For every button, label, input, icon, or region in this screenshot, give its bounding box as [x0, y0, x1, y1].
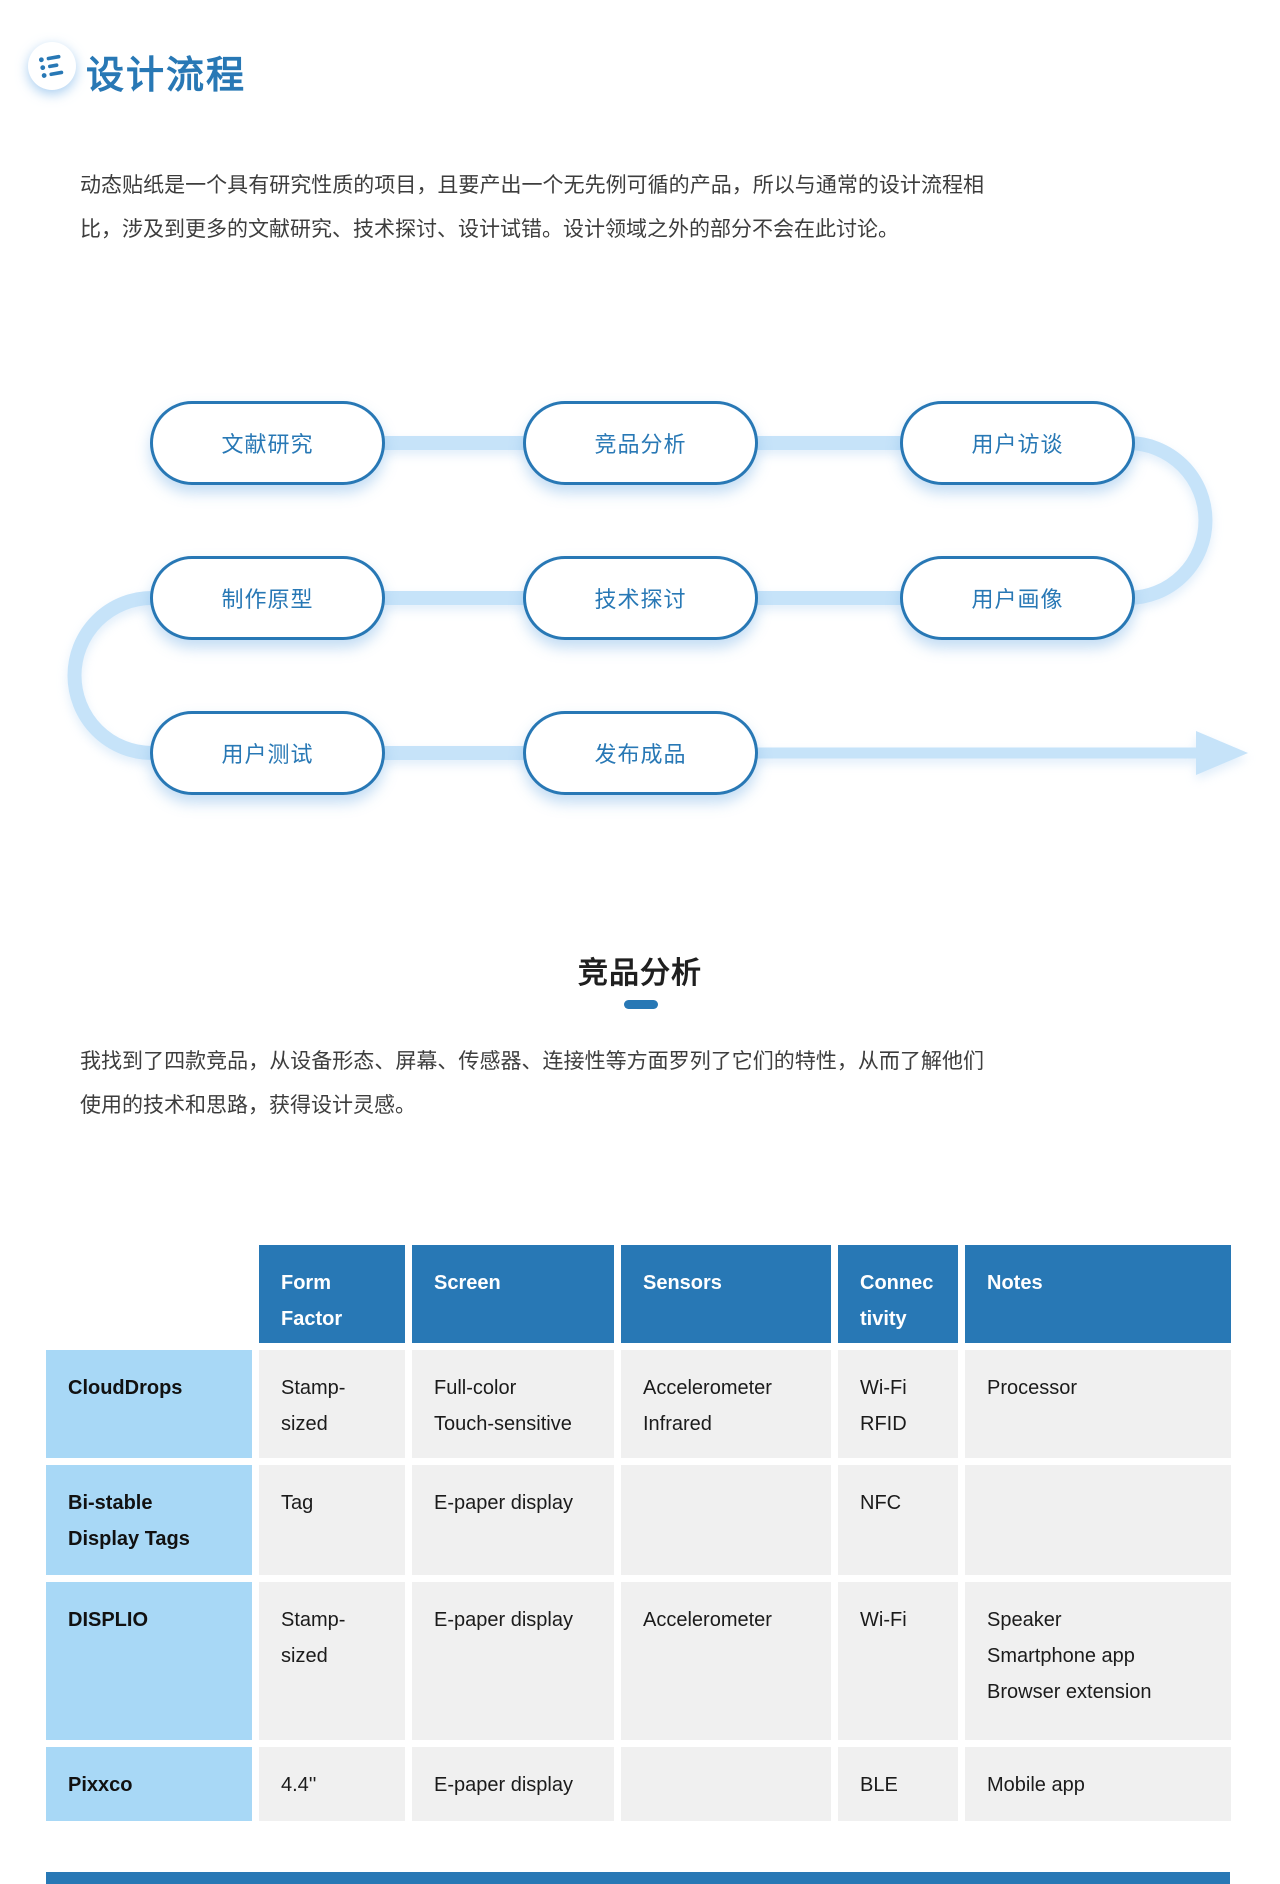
next-block-partial-bar: [46, 1872, 1230, 1884]
table-cell: E-paper display: [412, 1582, 614, 1740]
flow-node-r2-c1: 制作原型: [150, 556, 385, 640]
flow-node-r1-c1: 文献研究: [150, 401, 385, 485]
table-cell: BLE: [838, 1747, 958, 1821]
table-cell: Stamp- sized: [259, 1582, 405, 1740]
intro-paragraph: 动态贴纸是一个具有研究性质的项目，且要产出一个无先例可循的产品，所以与通常的设计…: [80, 174, 984, 241]
section-paragraph: 我找到了四款竞品，从设备形态、屏幕、传感器、连接性等方面罗列了它们的特性，从而了…: [80, 1050, 984, 1117]
table-cell: Mobile app: [965, 1747, 1231, 1821]
section-title: 竞品分析: [578, 957, 702, 990]
table-cell: Wi-Fi: [838, 1582, 958, 1740]
table-cell: Stamp- sized: [259, 1350, 405, 1458]
page-title: 设计流程: [86, 55, 247, 97]
row-label: Bi-stable Display Tags: [46, 1465, 252, 1575]
row-label: CloudDrops: [46, 1350, 252, 1458]
table-cell: [965, 1465, 1231, 1575]
table-cell: Speaker Smartphone app Browser extension: [965, 1582, 1231, 1740]
flow-arrowhead-icon: [1196, 731, 1248, 775]
row-label: Pixxco: [46, 1747, 252, 1821]
table-cell: Accelerometer: [621, 1582, 831, 1740]
table-cell: 4.4'': [259, 1747, 405, 1821]
table-cell: E-paper display: [412, 1465, 614, 1575]
flow-node-r3-c2: 发布成品: [523, 711, 758, 795]
column-header: Connectivity: [838, 1245, 958, 1343]
column-header: Form Factor: [259, 1245, 405, 1343]
table-cell: Full-color Touch-sensitive: [412, 1350, 614, 1458]
table-cell: NFC: [838, 1465, 958, 1575]
table-cell: [621, 1465, 831, 1575]
design-process-flowchart: 文献研究 竞品分析 用户访谈制作原型 技术探讨 用户画像用户测试 发布成品: [0, 395, 1280, 825]
table-cell: [621, 1747, 831, 1821]
column-header: Sensors: [621, 1245, 831, 1343]
row-label: DISPLIO: [46, 1582, 252, 1740]
table-cell: Tag: [259, 1465, 405, 1575]
flow-connectors: [67, 436, 1248, 775]
table-cell: Wi-Fi RFID: [838, 1350, 958, 1458]
table-cell: Processor: [965, 1350, 1231, 1458]
column-header: Screen: [412, 1245, 614, 1343]
flow-node-r3-c1: 用户测试: [150, 711, 385, 795]
list-icon: [28, 42, 76, 90]
flow-node-r1-c3: 用户访谈: [900, 401, 1135, 485]
table-cell: E-paper display: [412, 1747, 614, 1821]
table-cell: Accelerometer Infrared: [621, 1350, 831, 1458]
table-corner-cell: [46, 1245, 252, 1343]
section-title-underline: [624, 1000, 658, 1009]
flow-node-r2-c3: 用户画像: [900, 556, 1135, 640]
flow-node-r2-c2: 技术探讨: [523, 556, 758, 640]
flow-node-r1-c2: 竞品分析: [523, 401, 758, 485]
column-header: Notes: [965, 1245, 1231, 1343]
